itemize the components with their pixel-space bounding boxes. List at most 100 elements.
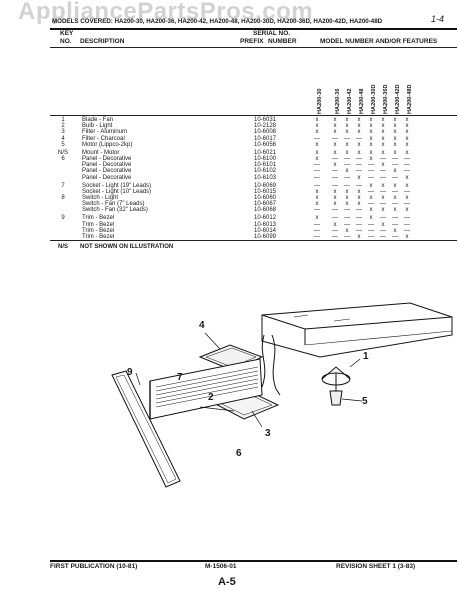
model-mark-cell: x — [357, 117, 361, 123]
model-mark-cell: x — [315, 188, 319, 195]
key-header-top: KEY — [60, 30, 74, 37]
description-header: DESCRIPTION — [80, 38, 125, 45]
model-mark-cell: x — [381, 195, 385, 201]
model-mark-cell: — — [332, 168, 338, 175]
part-number-cell: 10-6101 — [254, 162, 277, 169]
model-col-2: HA200-36 — [335, 88, 341, 115]
model-mark-cell: — — [404, 168, 410, 175]
model-mark-cell: — — [404, 188, 410, 195]
features-header: MODEL NUMBER AND/OR FEATURES — [320, 38, 438, 45]
model-mark-cell: — — [356, 168, 362, 175]
model-mark-cell: — — [368, 234, 374, 240]
model-mark-cell: x — [357, 141, 361, 148]
model-mark-cell: x — [333, 201, 337, 208]
footer-rule — [50, 560, 457, 562]
model-mark-cell: — — [332, 182, 338, 189]
model-mark-cell: x — [393, 141, 397, 148]
callout-6: 6 — [236, 448, 242, 459]
model-mark-cell: — — [332, 215, 338, 222]
key-number-cell: N/S — [57, 149, 68, 156]
part-number-cell: 10-6068 — [254, 207, 277, 214]
model-mark-cell: x — [381, 162, 385, 169]
model-mark-cell: — — [356, 227, 362, 234]
model-mark-cell: — — [380, 168, 386, 175]
model-mark-cell: x — [393, 117, 397, 123]
model-mark-cell: x — [381, 182, 385, 189]
part-number-cell: 10-6013 — [254, 221, 277, 228]
models-covered-line: MODELS COVERED: HA200-30, HA200-36, HA20… — [52, 18, 383, 25]
model-mark-cell: — — [404, 221, 410, 228]
model-mark-cell: x — [357, 188, 361, 195]
model-mark-cell: — — [356, 156, 362, 162]
table-top-rule — [50, 115, 457, 116]
corner-note: 1-4 — [430, 14, 444, 24]
key-number-cell: 2 — [61, 123, 65, 130]
model-mark-cell: x — [393, 182, 397, 189]
model-mark-cell: — — [368, 227, 374, 234]
model-mark-cell: — — [314, 182, 320, 189]
model-mark-cell: x — [405, 135, 409, 142]
model-mark-cell: x — [333, 141, 337, 148]
model-mark-cell: — — [404, 227, 410, 234]
model-mark-cell: x — [345, 149, 349, 156]
prefix-header: PREFIX — [240, 38, 264, 45]
footer-center: M-1506-01 — [205, 563, 237, 570]
key-number-cell: 3 — [61, 129, 65, 136]
model-mark-cell: x — [333, 123, 337, 130]
model-mark-cell: — — [368, 221, 374, 228]
model-mark-cell: x — [381, 221, 385, 228]
model-mark-cell: — — [344, 221, 350, 228]
model-mark-cell: — — [368, 162, 374, 169]
model-mark-cell: — — [344, 135, 350, 142]
model-mark-cell: x — [405, 182, 409, 189]
model-mark-cell: x — [333, 188, 337, 195]
description-cell: Trim - Bezel — [82, 221, 115, 228]
model-mark-cell: — — [356, 215, 362, 222]
model-mark-cell: — — [392, 156, 398, 162]
model-mark-cell: x — [393, 149, 397, 156]
model-mark-cell: — — [356, 135, 362, 142]
part-number-cell: 10-6017 — [254, 135, 277, 142]
description-cell: Trim - Bezel — [82, 227, 115, 234]
model-mark-cell: x — [369, 129, 373, 136]
model-mark-cell: x — [369, 135, 373, 142]
callout-9: 9 — [127, 367, 133, 378]
model-mark-cell: x — [333, 149, 337, 156]
trim-bezel-part — [111, 370, 181, 488]
description-cell: Mount - Motor — [82, 149, 120, 156]
model-col-1: HA200-30 — [317, 88, 323, 115]
model-mark-cell: — — [368, 188, 374, 195]
model-col-3: HA200-42 — [347, 88, 353, 115]
model-mark-cell: — — [404, 156, 410, 162]
model-mark-cell: x — [405, 123, 409, 130]
model-mark-cell: — — [380, 234, 386, 240]
model-mark-cell: x — [369, 207, 373, 214]
model-mark-cell: — — [344, 207, 350, 214]
model-mark-cell: x — [315, 215, 319, 222]
part-number-cell: 10-6012 — [254, 215, 277, 222]
model-mark-cell: x — [369, 141, 373, 148]
note-text: NOT SHOWN ON ILLUSTRATION — [80, 244, 174, 250]
model-mark-cell: — — [344, 234, 350, 240]
description-cell: Socket - Light (10" Leads) — [82, 188, 152, 195]
model-mark-cell: x — [357, 174, 361, 181]
model-mark-cell: — — [314, 227, 320, 234]
description-cell: Trim - Bezel — [82, 234, 115, 240]
model-mark-cell: x — [369, 215, 373, 222]
model-mark-cell: x — [357, 201, 361, 208]
model-mark-cell: — — [356, 207, 362, 214]
note-key: N/S — [58, 244, 69, 250]
part-number-cell: 10-6060 — [254, 195, 277, 201]
watermark: AppliancePartsPros.com — [18, 0, 314, 25]
model-mark-cell: x — [315, 201, 319, 208]
model-mark-cell: x — [381, 141, 385, 148]
model-mark-cell: — — [392, 201, 398, 208]
footer-left: FIRST PUBLICATION (10-81) — [50, 563, 138, 570]
